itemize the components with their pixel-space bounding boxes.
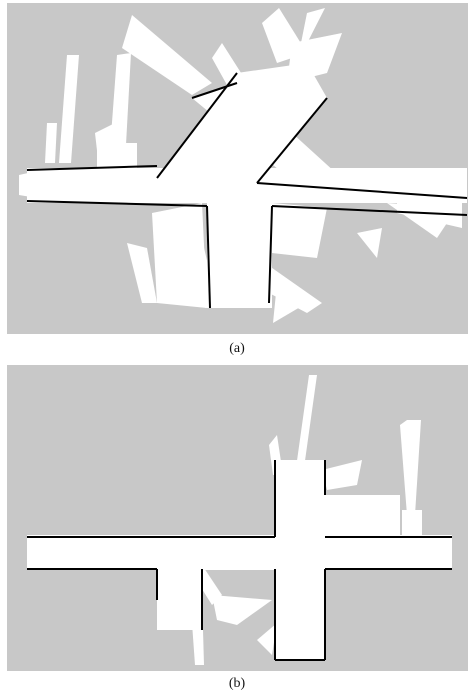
map-a-drawing — [19, 8, 468, 323]
map-a-free-space — [27, 63, 467, 308]
map-b-free-space — [27, 460, 452, 660]
occupancy-map-b — [7, 365, 468, 671]
map-a-walls — [26, 72, 468, 309]
map-b-drawing — [27, 375, 452, 665]
map-b-walls — [27, 460, 452, 661]
caption-a: (a) — [229, 341, 245, 356]
occupancy-map-a — [7, 3, 468, 334]
caption-b: (b) — [228, 676, 246, 691]
